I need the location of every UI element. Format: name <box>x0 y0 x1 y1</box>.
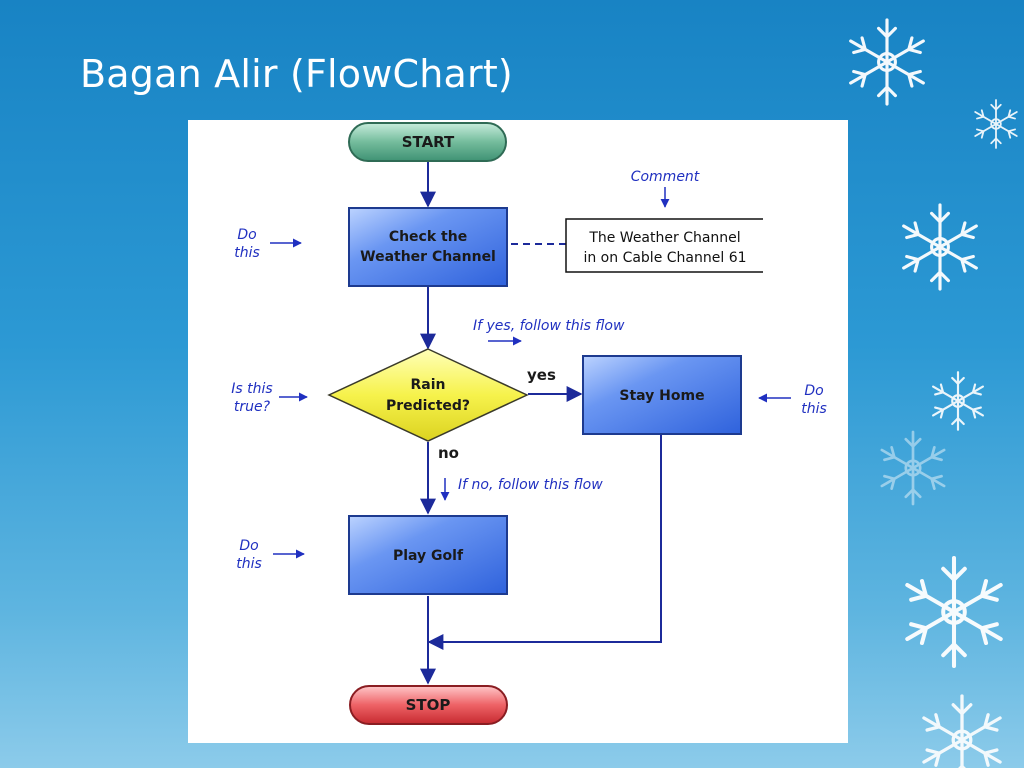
play-golf-label: Play Golf <box>393 548 464 564</box>
is-this-true-annotation-line2: true? <box>234 399 271 415</box>
snowflake-icon <box>932 371 984 431</box>
snowflake-icon <box>907 558 1000 666</box>
snowflake-icon <box>922 694 1002 768</box>
flowchart-diagram: START Check the Weather Channel The Weat… <box>231 122 827 725</box>
snowflake-icon <box>880 430 946 506</box>
stay-home-process[interactable]: Stay Home <box>582 355 742 435</box>
do-this-annotation-line2: this <box>234 245 260 261</box>
do-this-annotation-line2: this <box>236 556 262 572</box>
do-this-annotation-line2: this <box>801 401 827 417</box>
rain-decision[interactable]: Rain Predicted? <box>327 348 529 442</box>
snowflake-icon <box>849 18 925 106</box>
play-golf-process[interactable]: Play Golf <box>348 515 508 595</box>
snowflake-icon <box>902 203 978 291</box>
snowflake-icon <box>974 99 1018 149</box>
comment-box-line2: in on Cable Channel 61 <box>583 250 746 266</box>
check-weather-label-line2: Weather Channel <box>360 249 496 265</box>
slide-title: Bagan Alir (FlowChart) <box>80 52 513 96</box>
stop-terminal[interactable]: STOP <box>349 685 508 725</box>
comment-box-line1: The Weather Channel <box>588 230 740 246</box>
is-this-true-annotation-line1: Is this <box>231 381 272 397</box>
decision-label-line1: Rain <box>411 377 446 393</box>
do-this-annotation-line1: Do <box>804 383 823 399</box>
comment-box: The Weather Channel in on Cable Channel … <box>565 218 763 273</box>
start-label: START <box>402 133 455 151</box>
comment-annotation: Comment <box>631 169 700 185</box>
no-label: no <box>438 444 459 462</box>
yes-label: yes <box>527 366 556 384</box>
stop-label: STOP <box>406 696 451 714</box>
if-yes-annotation: If yes, follow this flow <box>473 318 625 334</box>
check-weather-label-line1: Check the <box>389 229 467 245</box>
flowchart-panel: START Check the Weather Channel The Weat… <box>188 120 848 743</box>
do-this-annotation-line1: Do <box>237 227 256 243</box>
decision-label-line2: Predicted? <box>386 398 470 414</box>
connector-lines <box>420 162 662 685</box>
do-this-annotation-line1: Do <box>239 538 258 554</box>
stay-home-label: Stay Home <box>619 388 704 404</box>
start-terminal[interactable]: START <box>348 122 507 162</box>
if-no-annotation: If no, follow this flow <box>458 477 603 493</box>
check-weather-process[interactable]: Check the Weather Channel <box>348 207 508 287</box>
